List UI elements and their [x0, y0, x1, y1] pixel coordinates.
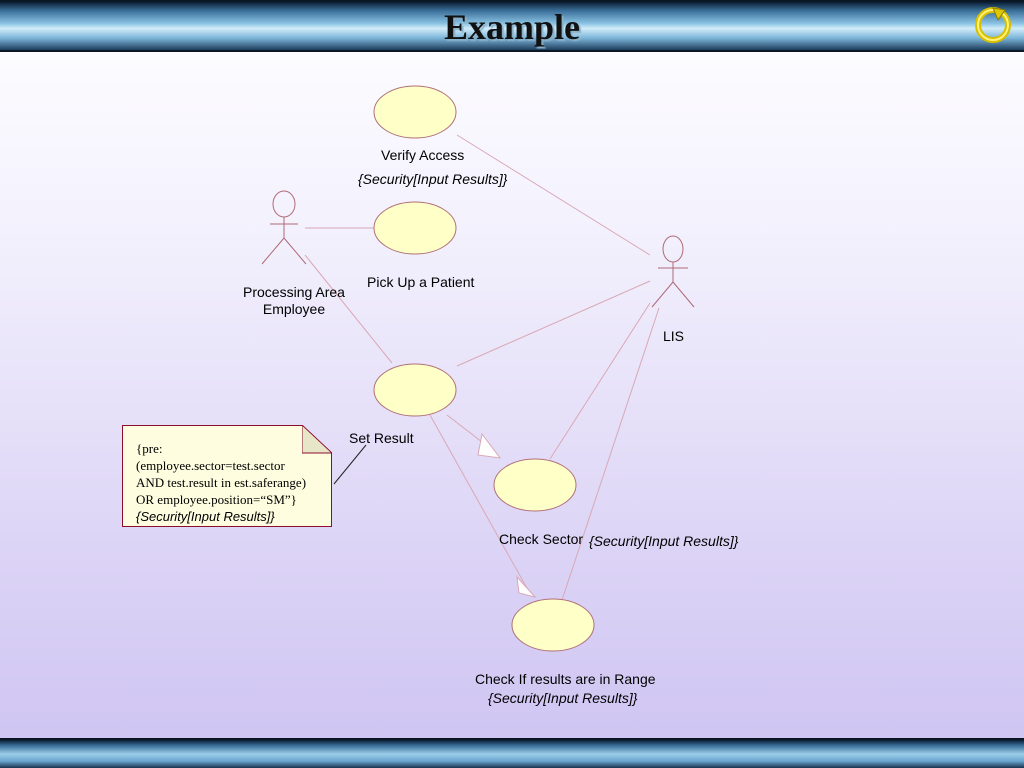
label-processing-line2: Employee	[262, 301, 326, 317]
note-line-3: AND test.result in est.saferange)	[136, 475, 307, 490]
usecase-set-result	[373, 363, 457, 417]
assoc-setresult-lis	[456, 280, 651, 367]
arrowhead-checkrange	[516, 575, 537, 598]
assoc-checkrange-lis	[561, 307, 660, 601]
usecase-check-range	[511, 598, 595, 652]
tag-verify-access: {Security[Input Results]}	[358, 171, 508, 187]
note-line-5: {Security[Input Results]}	[136, 509, 275, 524]
assoc-checksector-lis	[549, 302, 651, 460]
bottom-bar	[0, 738, 1024, 768]
note-anchor-line	[333, 444, 367, 485]
constraint-note-text: {pre: (employee.sector=test.sector AND t…	[136, 440, 336, 525]
label-set-result: Set Result	[349, 430, 414, 446]
actor-lis-icon	[651, 235, 695, 308]
include-setresult-checkrange	[429, 414, 529, 591]
assoc-verify-lis	[456, 134, 651, 256]
note-line-1: {pre:	[136, 441, 163, 456]
usecase-check-sector	[493, 458, 577, 512]
label-verify-access: Verify Access	[381, 147, 465, 163]
constraint-note	[122, 425, 332, 527]
label-processing-line1: Processing Area	[243, 284, 345, 300]
label-lis: LIS	[663, 328, 685, 344]
tag-check-range: {Security[Input Results]}	[488, 690, 638, 706]
arrowhead-checksector	[477, 432, 502, 459]
usecase-pick-up-patient	[373, 201, 457, 255]
actor-processing-employee-icon	[261, 190, 307, 265]
title-bar	[0, 0, 1024, 52]
note-line-2: (employee.sector=test.sector	[136, 458, 285, 473]
note-fold-corner	[302, 425, 332, 454]
slide-title: Example	[443, 7, 580, 47]
tag-check-sector: {Security[Input Results]}	[589, 533, 739, 549]
return-arrow-icon[interactable]	[974, 6, 1012, 44]
label-pick-up-patient: Pick Up a Patient	[367, 274, 475, 290]
note-line-4: OR employee.position=“SM”}	[136, 492, 297, 507]
assoc-employee-setresult	[304, 254, 393, 364]
label-check-sector: Check Sector	[499, 531, 584, 547]
usecase-verify-access	[373, 85, 457, 139]
label-check-range: Check If results are in Range	[475, 671, 656, 687]
label-processing-employee: Processing Area Employee	[230, 284, 358, 318]
